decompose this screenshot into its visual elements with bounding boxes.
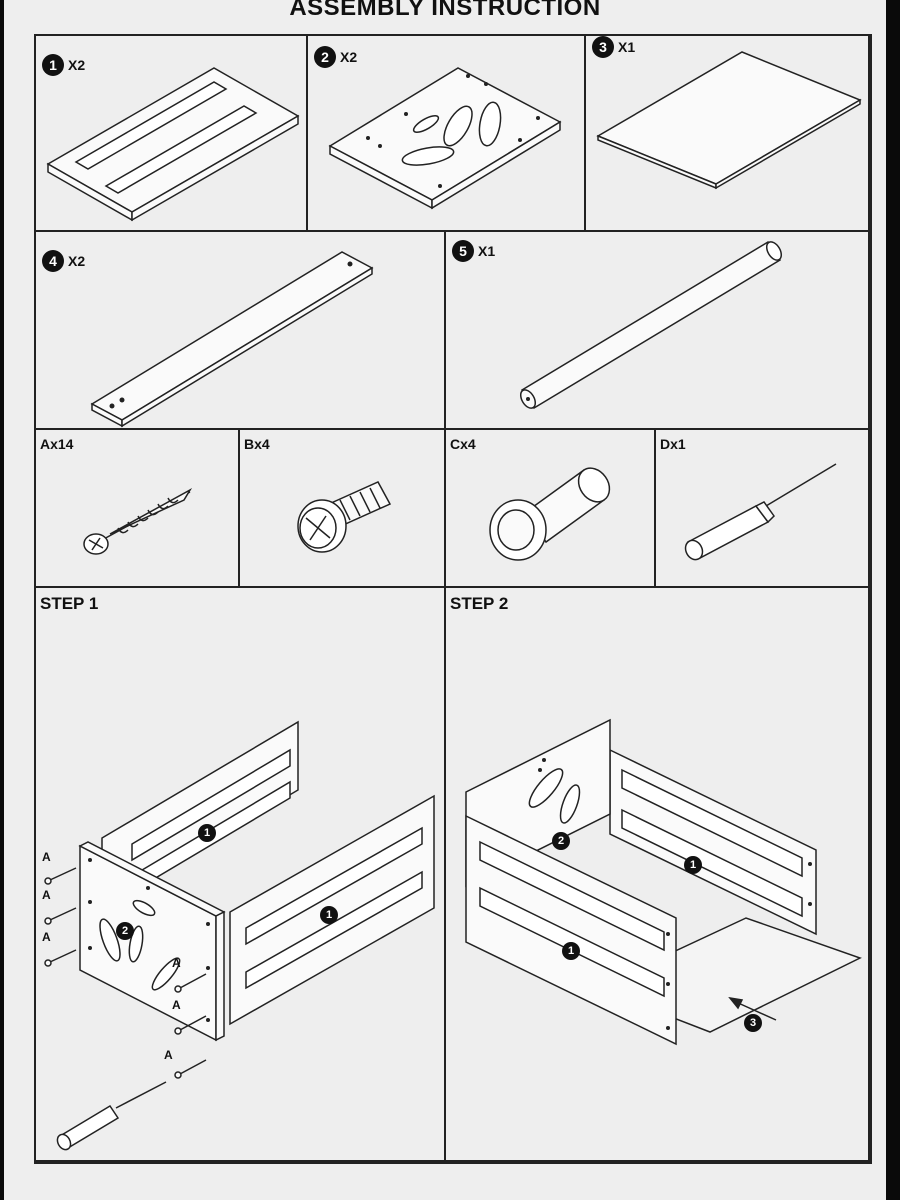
bottom-board-illustration — [596, 51, 862, 190]
screw-a-label: A — [172, 998, 181, 1012]
wood-screw-icon — [83, 488, 193, 555]
page-title: ASSEMBLY INSTRUCTION — [289, 0, 601, 21]
screwdriver-icon — [684, 463, 837, 561]
part-cell-2: 2 X2 — [308, 36, 586, 232]
hardware-cell-b: Bx4 — [240, 430, 446, 588]
part-badge-2: 2 X2 — [314, 46, 357, 68]
screw-a-label: A — [42, 850, 51, 864]
screw-a-label: A — [42, 930, 51, 944]
part-quantity: X2 — [340, 49, 358, 65]
step-label: STEP 1 — [40, 594, 99, 613]
knob-icon — [489, 467, 611, 561]
part-cell-1: 1 X2 — [36, 36, 308, 232]
part-callout: 2 — [116, 922, 134, 940]
part-badge-3: 3 X1 — [592, 36, 635, 58]
part-number: 3 — [592, 36, 614, 58]
hardware-label: Cx4 — [450, 436, 476, 452]
screw-a-label: A — [164, 1048, 173, 1062]
part-callout: 1 — [320, 906, 338, 924]
part-badge-1: 1 X2 — [42, 54, 85, 76]
hardware-label: Bx4 — [244, 436, 270, 452]
step-1-illustration — [44, 720, 435, 1151]
part-quantity: X1 — [478, 243, 496, 259]
part-quantity: X2 — [68, 253, 86, 269]
part-number: 4 — [42, 250, 64, 272]
part-quantity: X2 — [68, 57, 86, 73]
hardware-cell-d: Dx1 — [656, 430, 870, 588]
part-callout: 1 — [198, 824, 216, 842]
part-cell-4: 4 X2 — [36, 232, 446, 430]
part-cell-5: 5 X1 — [446, 232, 870, 430]
step-1-cell: STEP 1 — [36, 588, 446, 1162]
step-label: STEP 2 — [450, 594, 509, 613]
part-number: 1 — [42, 54, 64, 76]
instruction-sheet: ASSEMBLY INSTRUCTION 1 X2 2 X2 — [4, 0, 886, 1200]
hardware-label: Ax14 — [40, 436, 74, 452]
rod-illustration — [519, 240, 783, 410]
end-panel-illustration — [328, 67, 562, 210]
side-panel-illustration — [46, 67, 300, 222]
step-2-illustration — [465, 718, 862, 1046]
part-number: 5 — [452, 240, 474, 262]
part-number: 2 — [314, 46, 336, 68]
step-2-cell: STEP 2 — [446, 588, 870, 1162]
part-quantity: X1 — [618, 39, 636, 55]
part-callout: 1 — [684, 856, 702, 874]
instruction-grid: 1 X2 2 X2 — [34, 34, 872, 1164]
part-callout: 2 — [552, 832, 570, 850]
part-callout: 3 — [744, 1014, 762, 1032]
hardware-label: Dx1 — [660, 436, 686, 452]
screw-a-label: A — [42, 888, 51, 902]
part-badge-5: 5 X1 — [452, 240, 495, 262]
hardware-cell-c: Cx4 — [446, 430, 656, 588]
part-callout: 1 — [562, 942, 580, 960]
machine-bolt-icon — [297, 481, 392, 553]
support-rail-illustration — [90, 251, 374, 428]
hardware-cell-a: Ax14 — [36, 430, 240, 588]
part-cell-3: 3 X1 — [586, 36, 870, 232]
part-badge-4: 4 X2 — [42, 250, 85, 272]
screw-a-label: A — [172, 956, 181, 970]
